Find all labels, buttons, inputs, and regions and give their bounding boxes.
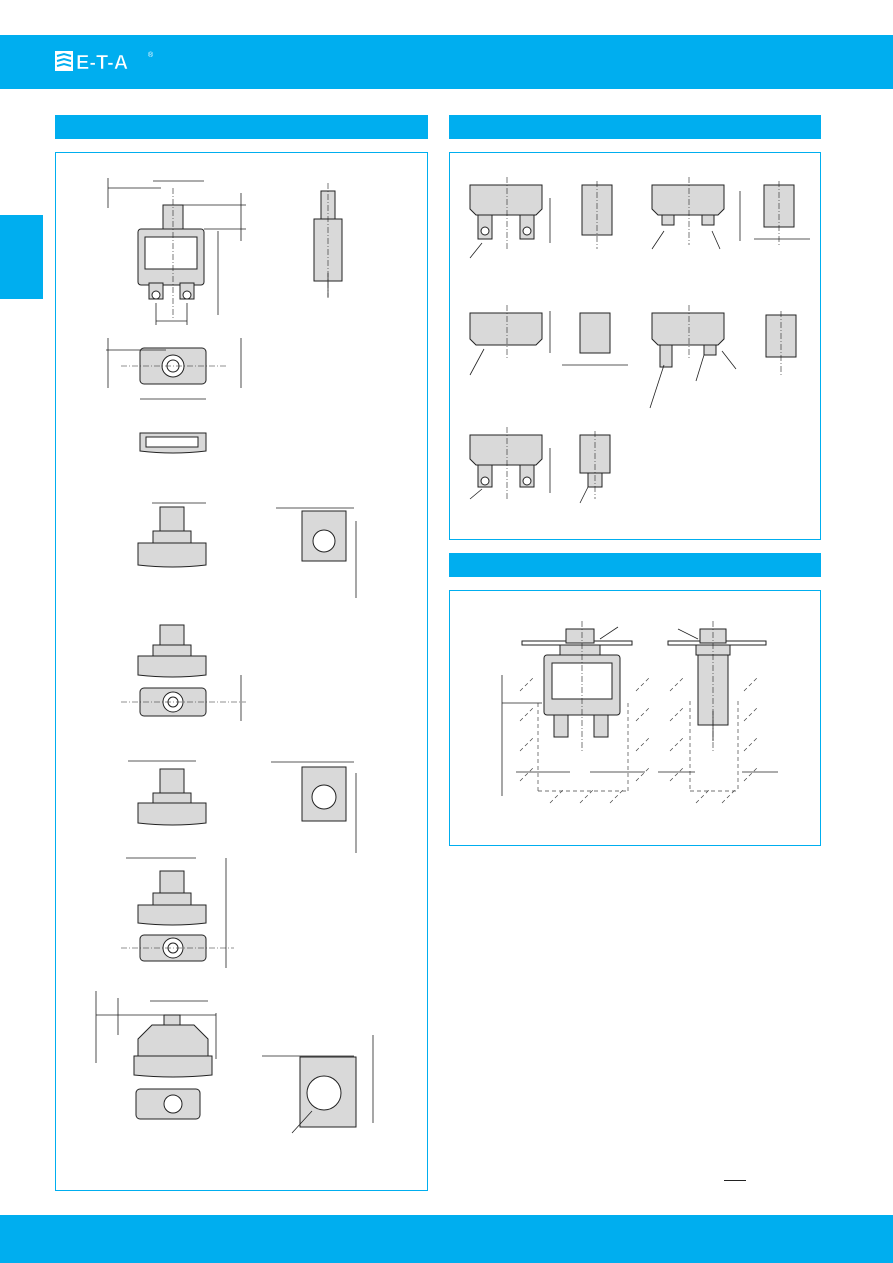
top-banner — [0, 35, 893, 89]
side-tab — [0, 215, 43, 299]
mounting-panel — [449, 590, 821, 846]
mounting-drawing — [501, 621, 778, 804]
terminals-panel — [449, 152, 821, 540]
page-marker-line — [724, 1180, 746, 1181]
right-top-section-header — [449, 115, 821, 139]
right-bottom-section-header — [449, 553, 821, 577]
brand-logo: E-T-A ® — [55, 48, 155, 74]
dimensions-panel — [55, 152, 428, 1191]
terminals-drawing — [469, 177, 810, 504]
left-section-header — [55, 115, 428, 139]
svg-text:®: ® — [148, 51, 154, 59]
bottom-banner — [0, 1215, 893, 1263]
eta-logo-icon: E-T-A ® — [55, 51, 154, 74]
svg-text:E-T-A: E-T-A — [76, 52, 128, 74]
dimensions-drawing — [95, 178, 374, 1134]
